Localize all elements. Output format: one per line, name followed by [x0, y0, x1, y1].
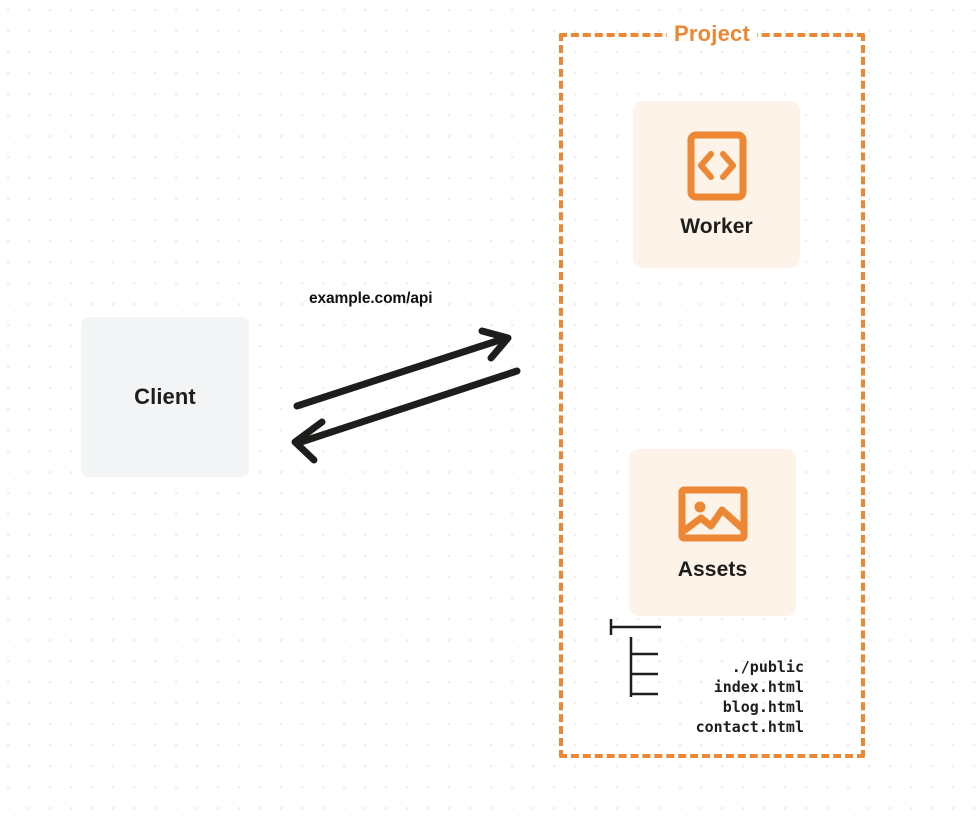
file-tree-row: index.html — [600, 637, 805, 696]
file-tree-name: contact.html — [695, 718, 804, 736]
project-title: Project — [667, 21, 757, 47]
tree-branch-icon — [629, 637, 658, 657]
file-tree-row: contact.html — [600, 677, 805, 736]
assets-node-label: Assets — [677, 557, 748, 581]
code-brackets-icon — [687, 131, 747, 201]
outgoing-request-arrow — [293, 327, 512, 410]
tree-branch-icon — [609, 619, 661, 635]
worker-node-label: Worker — [680, 214, 753, 238]
tree-branch-icon — [629, 677, 658, 697]
assets-file-tree: ./public index.html blog.html contact.ht… — [600, 617, 805, 736]
file-tree-name: blog.html — [722, 698, 804, 716]
file-tree-row: ./public — [600, 617, 805, 676]
project-boundary: Project — [559, 21, 865, 758]
client-node: Client — [81, 317, 249, 477]
connection-label: example.com/api — [309, 290, 433, 307]
assets-node[interactable]: Assets — [629, 449, 796, 616]
file-tree-row: blog.html — [600, 657, 805, 716]
tree-branch-icon — [629, 657, 658, 677]
incoming-response-arrow — [291, 367, 521, 464]
file-tree-name: index.html — [713, 678, 804, 696]
worker-node[interactable]: Worker — [633, 101, 800, 268]
client-node-label: Client — [134, 384, 196, 409]
image-picture-icon — [678, 484, 748, 544]
file-tree-name: ./public — [731, 658, 804, 676]
